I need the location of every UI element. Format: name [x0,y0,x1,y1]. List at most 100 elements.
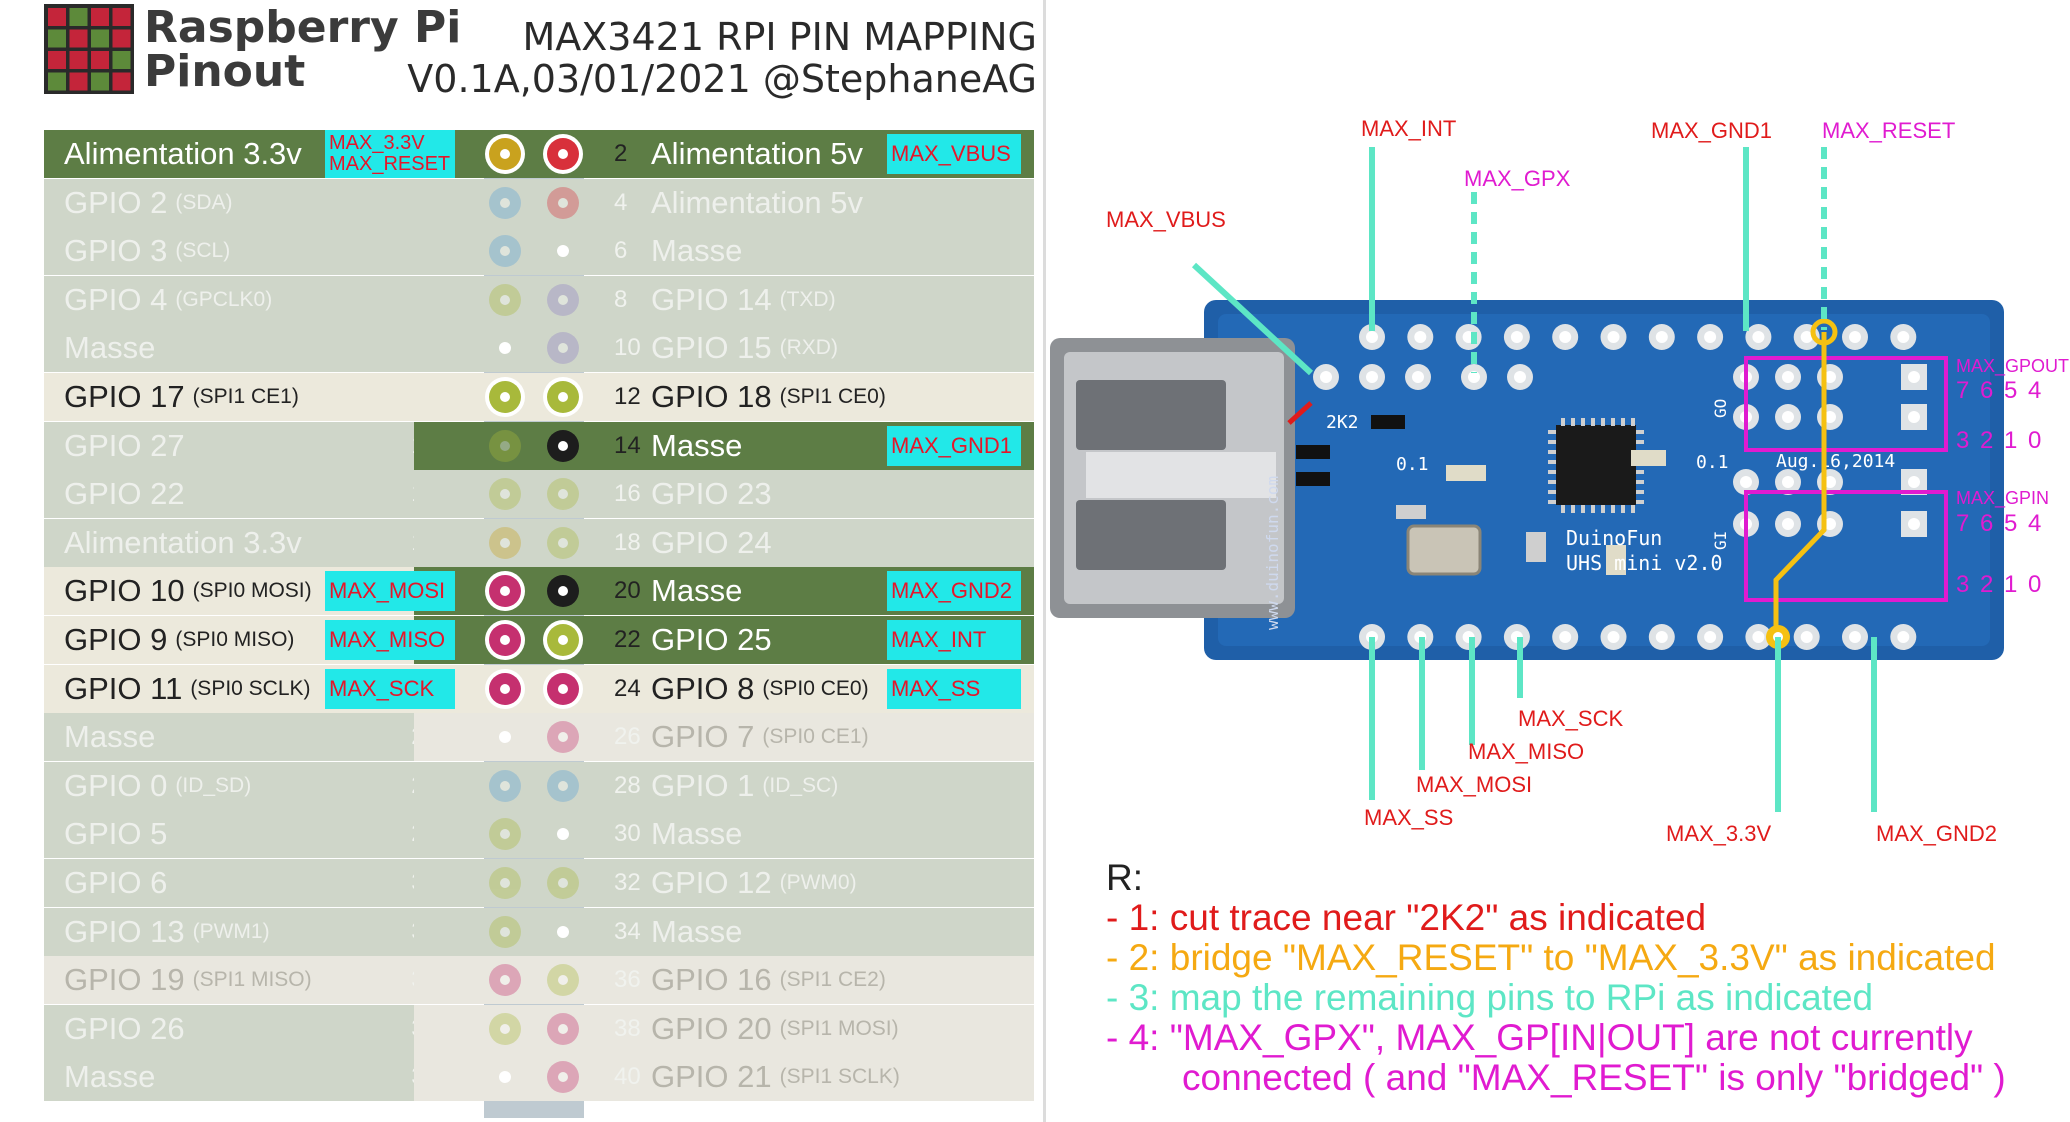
vertical-divider [1043,0,1046,1122]
silk-brand: DuinoFun [1566,526,1662,550]
pin-label: GPIO 9 [64,622,168,657]
pin-dot [489,915,521,948]
label-gpout-low: 3 2 1 0 [1956,427,2043,454]
pin-name-left: Masse [64,1053,155,1101]
pin-number-right: 14 [614,431,641,459]
pin-name-left: GPIO 4(GPCLK0) [64,276,272,324]
pin-name-right: Masse [651,567,742,615]
pin-name-left: GPIO 19(SPI1 MISO) [64,956,312,1004]
pin-number-right: 28 [614,771,641,799]
pin-label: Masse [64,1059,156,1095]
pin-dot [547,381,579,413]
silk-cap1: 0.1 [1396,454,1429,475]
board-pad [1890,324,1917,350]
board-pad [1817,364,1843,390]
pin-row-left: GPIO 2215 [44,470,444,519]
pin-ground-dot [557,925,569,938]
pin-number-right: 26 [614,723,641,751]
max3421-chip [1548,418,1644,513]
max-signal-name: MAX_RESET [329,153,451,175]
board-pad [1890,624,1917,650]
pin-function: (SPI1 MISO) [192,968,312,992]
pin-function: (SCL) [175,239,231,263]
pin-label: GPIO 20 [651,1010,772,1046]
pin-label: GPIO 5 [64,816,168,852]
pin-name-right: GPIO 1(ID_SC) [651,762,838,810]
pin-name-right: GPIO 25 [651,616,772,664]
label-max-int: MAX_INT [1361,116,1456,141]
max-label-right: MAX_INT [887,620,1021,660]
pin-name-left: GPIO 0(ID_SD) [64,762,251,810]
max-label-right: MAX_VBUS [887,134,1021,174]
crystal [1406,524,1482,576]
brand-line-2: Pinout [144,46,306,97]
pin-label: GPIO 8 [651,670,755,706]
pin-function: (SPI0 MOSI) [192,579,312,603]
pin-dot [489,381,521,413]
label-max-miso: MAX_MISO [1468,739,1584,764]
pin-row-left: GPIO 3(SCL)5 [44,227,444,276]
pin-label: GPIO 10 [64,573,185,609]
pin-name-left: Alimentation 3.3v [64,519,302,567]
label-gpin-high: 7 6 5 4 [1956,510,2043,537]
pin-name-right: GPIO 21(SPI1 SCLK) [651,1053,900,1101]
pin-function: (PWM0) [779,871,857,894]
board-pad [1793,624,1820,650]
notes-heading: R: [1106,857,1143,898]
max-label-right: MAX_SS [887,668,1021,709]
pin-dot [489,186,521,219]
pin-name-right: Masse [651,227,742,275]
pin-row-right: GPIO 1(ID_SC) 28 [414,761,1034,810]
pin-dot [489,1012,521,1045]
pin-label: GPIO 7 [651,719,755,755]
pin-name-left: GPIO 2(SDA) [64,179,233,227]
pin-ground-dot [547,429,579,462]
pin-name-right: Masse [651,422,742,470]
pin-dot [547,186,579,219]
pin-label: GPIO 22 [64,476,185,512]
board-pad [1901,364,1927,390]
label-max-gnd2: MAX_GND2 [1876,821,1997,846]
pin-name-right: GPIO 24 [651,519,772,567]
board-pad [1901,404,1927,430]
pin-label: Masse [651,427,743,463]
board-pad [1648,324,1675,350]
board-pad [1775,469,1801,495]
pin-row-right: GPIO 12(PWM0)32 [414,859,1034,907]
label-max-vbus: MAX_VBUS [1106,207,1226,232]
pin-label: GPIO 26 [64,1010,185,1046]
page-subtitle: V0.1A,03/01/2021 @StephaneAG [407,57,1037,101]
label-gpout-high: 7 6 5 4 [1956,377,2043,404]
board-pad [1359,364,1385,390]
pin-number-right: 2 [614,140,628,167]
pin-dot [547,769,579,802]
max-signal-name: MAX_MOSI [329,578,446,604]
pin-dot [547,867,579,899]
pin-number-right: 34 [614,917,641,945]
note-3: - 3: map the remaining pins to RPi as in… [1106,977,1874,1018]
pin-name-right: GPIO 7(SPI0 CE1) [651,713,869,761]
label-max-gpout: MAX_GPOUT [1956,356,2069,377]
pin-number-right: 20 [614,577,641,605]
board-pad [1733,469,1759,495]
label-max-reset: MAX_RESET [1822,118,1955,143]
pin-function: (SPI1 CE0) [779,385,886,408]
label-max-gpin: MAX_GPIN [1956,488,2049,509]
pin-label: Masse [651,816,743,852]
pin-number-right: 38 [614,1014,641,1042]
max-label-left: MAX_MISO [325,620,455,660]
note-4: - 4: "MAX_GPX", MAX_GP[IN|OUT] are not c… [1106,1017,1973,1058]
silk-date: Aug.16,2014 [1776,451,1895,472]
pin-dot [547,624,579,656]
label-max-sck: MAX_SCK [1518,706,1623,731]
pin-name-right: GPIO 12(PWM0) [651,859,857,907]
pin-label: GPIO 0 [64,767,168,803]
pin-ground-dot [499,731,511,744]
pin-label: GPIO 17 [64,379,185,414]
pin-label: Alimentation 3.3v [64,524,302,560]
board-pad [1697,324,1724,350]
pin-row-right: GPIO 16(SPI1 CE2)36 [414,956,1034,1005]
pin-name-right: GPIO 23 [651,470,772,518]
pin-label: GPIO 15 [651,330,772,366]
max-signal-name: MAX_SCK [329,675,435,701]
